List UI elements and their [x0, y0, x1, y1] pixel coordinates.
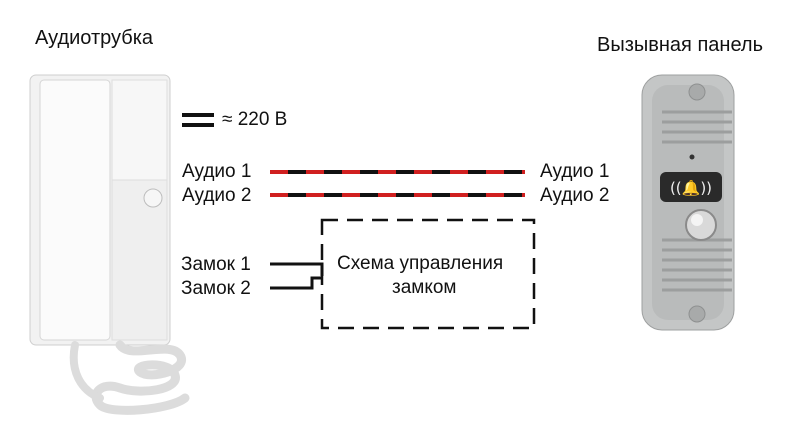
audio-1-left-label: Аудио 1	[182, 161, 252, 182]
lock-control-box	[320, 218, 536, 330]
audio-1-right-label: Аудио 1	[540, 161, 610, 182]
panel-title: Вызывная панель	[597, 34, 763, 56]
handset-device	[29, 74, 190, 415]
lock-box-line-2: замком	[392, 277, 457, 298]
power-label: ≈ 220 В	[222, 109, 288, 130]
bell-badge	[660, 172, 722, 202]
call-panel-device: ((🔔))	[641, 74, 735, 331]
bell-icon: ((🔔))	[670, 179, 712, 197]
handset-title: Аудиотрубка	[35, 27, 154, 49]
lock-2-label: Замок 2	[181, 278, 251, 299]
lock-1-label: Замок 1	[181, 254, 251, 275]
lock-wires	[270, 262, 324, 290]
audio-2-right-label: Аудио 2	[540, 185, 610, 206]
power-symbol-icon	[182, 113, 214, 127]
call-button	[685, 209, 717, 241]
lock-box-line-1: Схема управления	[337, 253, 504, 274]
audio-2-left-label: Аудио 2	[182, 185, 252, 206]
